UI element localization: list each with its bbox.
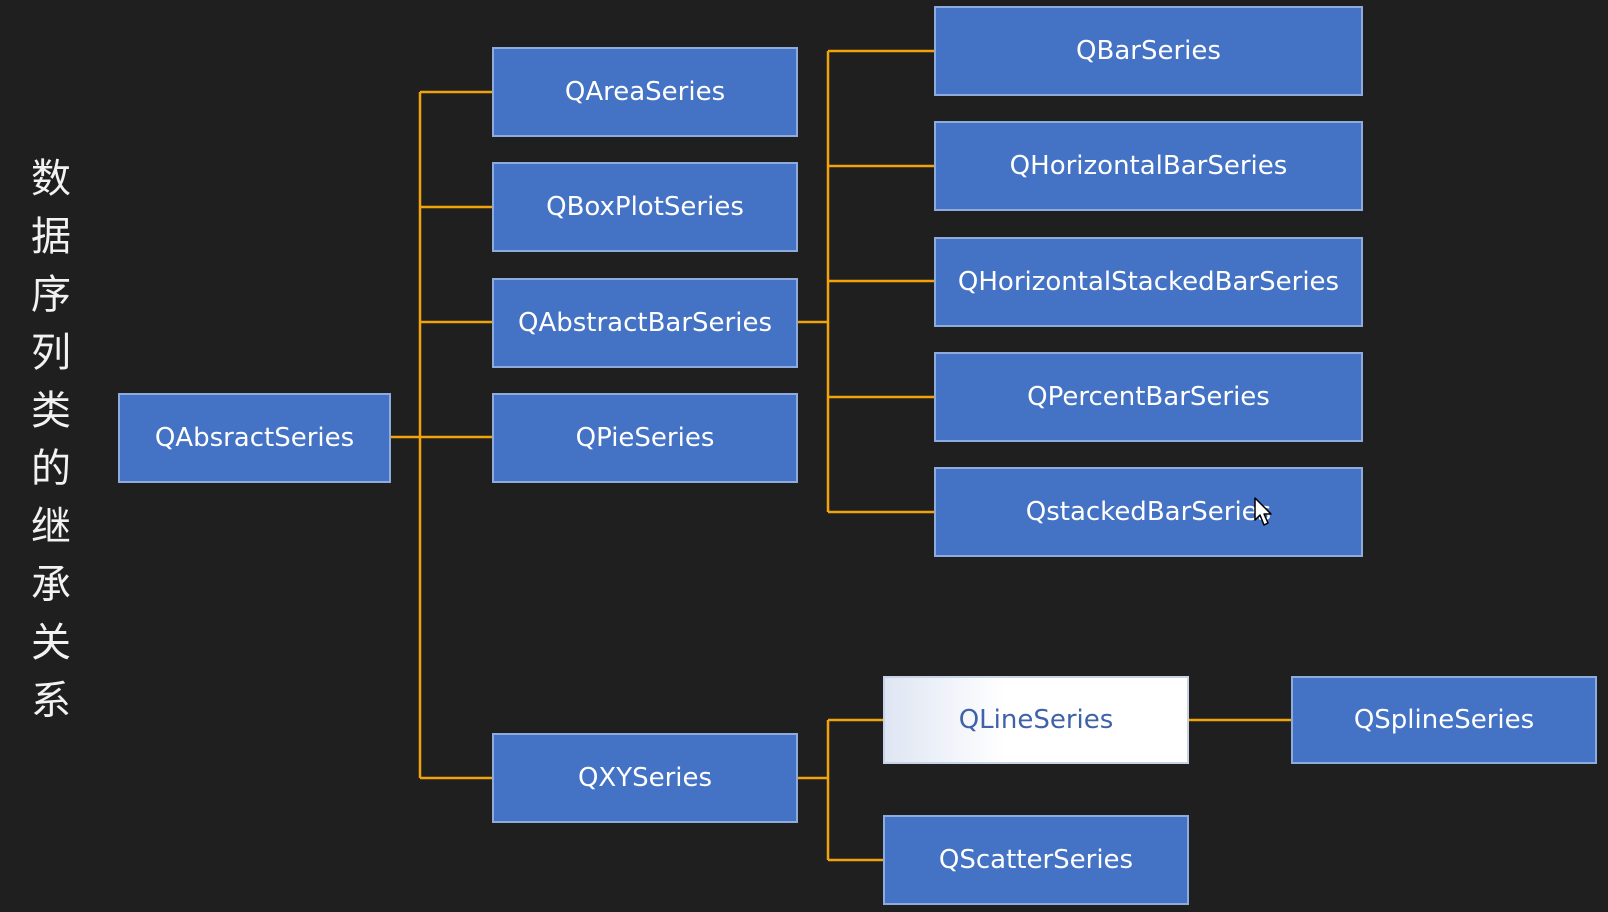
node-qxyseries[interactable]: QXYSeries bbox=[492, 733, 798, 823]
node-qabsractseries[interactable]: QAbsractSeries bbox=[118, 393, 391, 483]
node-qsplineseries[interactable]: QSplineSeries bbox=[1291, 676, 1597, 764]
title-char: 类 bbox=[31, 388, 71, 434]
node-qhorizontalstackedbarseries[interactable]: QHorizontalStackedBarSeries bbox=[934, 237, 1363, 327]
title-char: 据 bbox=[31, 214, 71, 260]
title-char: 数 bbox=[31, 156, 71, 202]
diagram-title: 数 据 序 列 类 的 继 承 关 系 bbox=[26, 150, 76, 730]
node-qabstractbarseries[interactable]: QAbstractBarSeries bbox=[492, 278, 798, 368]
title-char: 承 bbox=[31, 562, 71, 608]
node-qlineseries[interactable]: QLineSeries bbox=[883, 676, 1189, 764]
title-char: 序 bbox=[31, 272, 71, 318]
node-qboxplotseries[interactable]: QBoxPlotSeries bbox=[492, 162, 798, 252]
title-char: 系 bbox=[31, 678, 71, 724]
mouse-cursor-icon bbox=[1254, 497, 1272, 526]
title-char: 列 bbox=[31, 330, 71, 376]
node-qhorizontalbarseries[interactable]: QHorizontalBarSeries bbox=[934, 121, 1363, 211]
title-char: 继 bbox=[31, 504, 71, 550]
node-qpercentbarseries[interactable]: QPercentBarSeries bbox=[934, 352, 1363, 442]
node-qareaseries[interactable]: QAreaSeries bbox=[492, 47, 798, 137]
title-char: 关 bbox=[31, 620, 71, 666]
node-qbarseries[interactable]: QBarSeries bbox=[934, 6, 1363, 96]
node-qstackedbarseries[interactable]: QstackedBarSeries bbox=[934, 467, 1363, 557]
title-char: 的 bbox=[31, 446, 71, 492]
node-qscatterseries[interactable]: QScatterSeries bbox=[883, 815, 1189, 905]
node-qpieseries[interactable]: QPieSeries bbox=[492, 393, 798, 483]
